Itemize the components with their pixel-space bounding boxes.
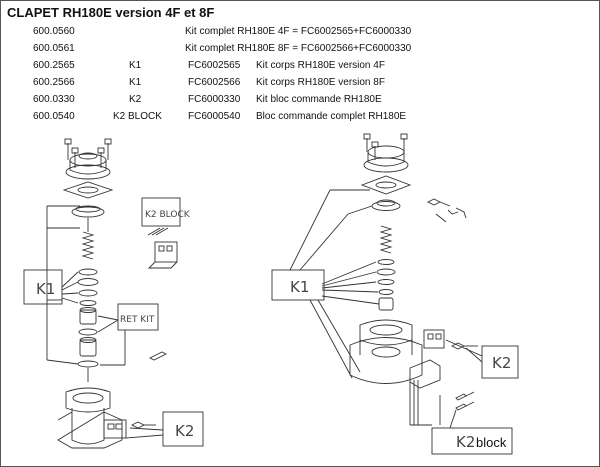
part-ref: K2 BLOCK: [113, 111, 162, 122]
table-row: 600.0330 K2 FC6000330 Kit bloc commande …: [0, 94, 600, 110]
page-title: CLAPET RH180E version 4F et 8F: [7, 5, 215, 20]
left-k1-label: K1: [36, 280, 55, 298]
part-code: 600.2566: [33, 77, 75, 88]
table-row: 600.0540 K2 BLOCK FC6000540 Bloc command…: [0, 111, 600, 127]
part-code: 600.2565: [33, 60, 75, 71]
table-row: 600.2565 K1 FC6002565 Kit corps RH180E v…: [0, 60, 600, 76]
table-row: 600.2566 K1 FC6002566 Kit corps RH180E v…: [0, 77, 600, 93]
right-k2-block-suffix: block: [476, 435, 507, 450]
part-fc: FC6000540: [188, 111, 241, 122]
left-assembly: [23, 138, 204, 449]
part-ref: K1: [129, 60, 142, 71]
part-description: Bloc commande complet RH180E: [256, 111, 407, 122]
part-code: 600.0540: [33, 111, 75, 122]
part-fc: FC6000330: [188, 94, 241, 105]
part-fc: FC6002565: [188, 60, 241, 71]
part-fc: FC6002566: [188, 77, 241, 88]
table-row: 600.0561 Kit complet RH180E 8F = FC60025…: [0, 43, 600, 59]
left-k2-block-label: K2 BLOCK: [145, 210, 191, 220]
part-description: Kit corps RH180E version 8F: [256, 77, 385, 88]
right-k2-label: K2: [492, 354, 511, 372]
table-row: 600.0560 Kit complet RH180E 4F = FC60025…: [0, 26, 600, 42]
part-code: 600.0330: [33, 94, 75, 105]
left-bolts: [64, 138, 112, 168]
right-assembly: [271, 133, 519, 455]
part-description: Kit complet RH180E 8F = FC6002566+FC6000…: [185, 43, 412, 54]
part-code: 600.0561: [33, 43, 75, 54]
part-description: Kit corps RH180E version 4F: [256, 60, 385, 71]
left-k2-label: K2: [175, 422, 194, 440]
part-ref: K1: [129, 77, 142, 88]
part-code: 600.0560: [33, 26, 75, 37]
right-k1-label: K1: [290, 278, 309, 296]
part-description: Kit complet RH180E 4F = FC6002565+FC6000…: [185, 26, 412, 37]
part-description: Kit bloc commande RH180E: [256, 94, 382, 105]
part-ref: K2: [129, 94, 142, 105]
ret-kit-label: RET KIT: [120, 315, 155, 325]
right-k2-block-prefix: K2: [456, 433, 475, 451]
